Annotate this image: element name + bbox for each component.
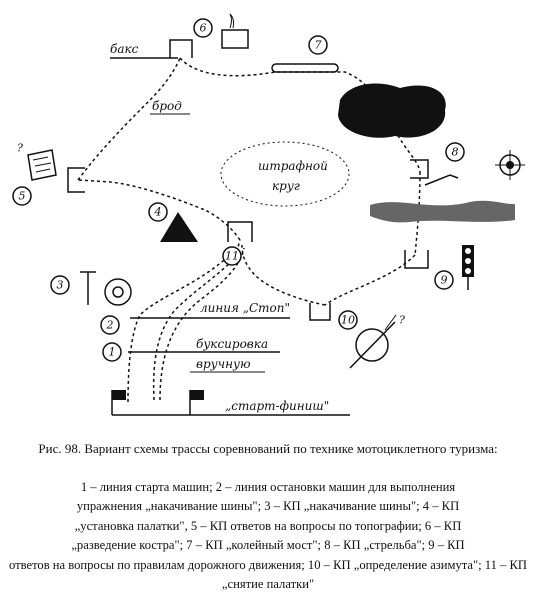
checkpoint-marker-9: 9 bbox=[434, 270, 454, 290]
caption-line: ответов на вопросы по правилам дорожного… bbox=[8, 557, 528, 592]
caption-line: „установка палатки", 5 – КП ответов на в… bbox=[74, 518, 462, 533]
checkpoint-marker-label: 6 bbox=[200, 22, 207, 35]
checkpoint-marker-11: 11 bbox=[222, 246, 242, 266]
route-diagram: штрафной круг бакс брод ? bbox=[12, 13, 525, 416]
target-icon bbox=[495, 150, 525, 180]
route-path bbox=[77, 57, 421, 401]
checkpoint-gate-6 bbox=[169, 39, 193, 58]
checkpoint-marker-label: 5 bbox=[19, 190, 26, 203]
checkpoint-marker-label: 10 bbox=[341, 314, 355, 327]
checkpoint-marker-8: 8 bbox=[445, 142, 465, 162]
question-mark: ? bbox=[17, 142, 23, 155]
stop-line-label: линия „Стоп" bbox=[200, 301, 290, 315]
caption-line: „разведение костра"; 7 – КП „колейный мо… bbox=[71, 538, 465, 553]
map-icon bbox=[27, 149, 57, 181]
return-route bbox=[159, 247, 245, 401]
penalty-label-1: штрафной bbox=[258, 159, 328, 173]
towing-label-1: буксировка bbox=[196, 337, 268, 351]
checkpoint-gate-8 bbox=[410, 159, 429, 179]
tent-icon bbox=[160, 212, 198, 242]
log-bridge bbox=[271, 63, 339, 73]
traffic-light-icon bbox=[462, 245, 474, 290]
checkpoint-marker-2: 2 bbox=[100, 315, 120, 335]
pistol-icon bbox=[424, 174, 459, 186]
checkpoint-marker-label: 7 bbox=[315, 39, 322, 52]
checkpoint-gate-9 bbox=[404, 250, 429, 269]
towing-label-2: вручную bbox=[196, 357, 251, 371]
compass-icon bbox=[349, 314, 397, 369]
checkpoint-marker-label: 11 bbox=[225, 250, 239, 263]
start-line-route bbox=[127, 249, 236, 403]
ford-label: брод bbox=[152, 99, 182, 113]
checkpoint-marker-1: 1 bbox=[102, 342, 122, 362]
campfire-icon bbox=[221, 13, 249, 49]
figure-caption-body: 1 – линия старта машин; 2 – линия остано… bbox=[8, 478, 528, 594]
ford-water-blot bbox=[338, 83, 446, 138]
checkpoint-marker-4: 4 bbox=[148, 202, 168, 222]
checkpoint-marker-6: 6 bbox=[193, 18, 213, 38]
tyre-pump-icon bbox=[80, 271, 132, 306]
checkpoint-gate-5 bbox=[67, 167, 85, 193]
figure-caption-title: Рис. 98. Вариант схемы трассы соревнован… bbox=[38, 441, 498, 456]
checkpoint-marker-3: 3 bbox=[50, 275, 70, 295]
checkpoint-marker-7: 7 bbox=[308, 35, 328, 55]
checkpoint-markers: 1 2 3 4 5 6 7 8 9 10 11 bbox=[12, 18, 465, 362]
start-finish-label: „старт-финиш" bbox=[225, 399, 329, 413]
checkpoint-marker-label: 9 bbox=[441, 274, 448, 287]
checkpoint-marker-label: 1 bbox=[109, 346, 116, 359]
checkpoint-gate-10 bbox=[309, 303, 331, 321]
checkpoint-marker-label: 2 bbox=[106, 319, 114, 332]
checkpoint-marker-5: 5 bbox=[12, 186, 32, 206]
baks-label: бакс bbox=[110, 42, 139, 56]
penalty-label-2: круг bbox=[272, 179, 300, 193]
penalty-circle bbox=[220, 141, 350, 207]
caption-line: упражнения „накачивание шины"; 3 – КП „н… bbox=[76, 499, 460, 514]
caption-line: 1 – линия старта машин; 2 – линия остано… bbox=[80, 480, 456, 494]
checkpoint-marker-label: 3 bbox=[57, 279, 64, 292]
terrain-band bbox=[370, 200, 515, 223]
checkpoint-marker-label: 8 bbox=[452, 146, 459, 159]
checkpoint-gate-11 bbox=[227, 221, 253, 242]
checkpoint-marker-10: 10 bbox=[338, 310, 358, 330]
flag-icon bbox=[111, 390, 204, 415]
checkpoint-marker-label: 4 bbox=[154, 206, 162, 219]
compass-question-mark: ? bbox=[399, 314, 405, 327]
